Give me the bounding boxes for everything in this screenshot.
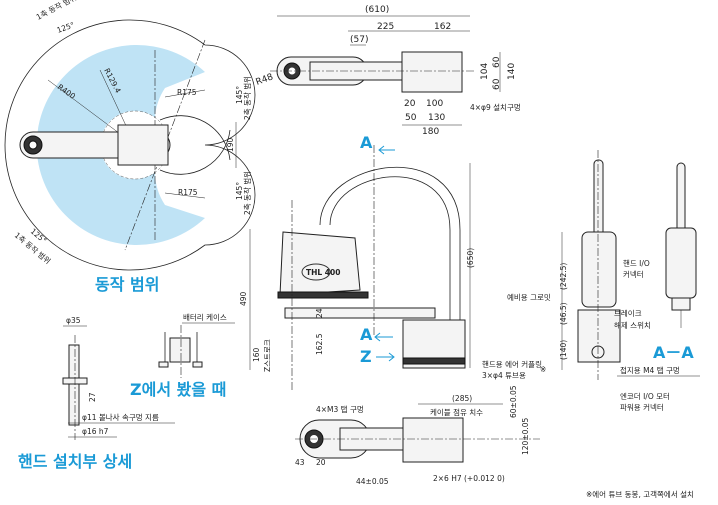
section-aa-title: A－A	[653, 343, 694, 362]
r175-leader	[164, 89, 206, 98]
encoder-label-1: 엔코더 I/O 모터	[620, 391, 670, 401]
d162-label: 162	[434, 22, 451, 32]
mount-holes-label: 4×φ9 설치구멍	[470, 102, 521, 112]
axis2-label-upper: 2축 동작 범위	[242, 76, 252, 120]
d285-label: (285)	[452, 394, 472, 403]
pin-hole-label: 2×6 H7 (+0.012 0)	[433, 474, 505, 483]
side-base-body	[279, 231, 361, 296]
brake-label-2: 해제 스위치	[614, 320, 651, 330]
rear-body	[581, 231, 617, 308]
d160-label: 160	[252, 347, 261, 362]
rear-view: (242.5) (46.5) (140) 예비용 그로밋 브레이크 해제 스위치…	[507, 150, 700, 412]
axis2-arc-lower	[159, 129, 231, 175]
base-outline	[117, 124, 169, 166]
encoder-label-2: 파워용 커넥터	[620, 402, 664, 412]
d120-tol-label: 120±0.05	[521, 417, 530, 455]
z-view: 배터리 케이스 Z에서 봤을 때	[130, 312, 235, 399]
r175-label-lower: R175	[178, 188, 198, 197]
grommet-label: 예비용 그로밋	[507, 292, 551, 302]
top-view: (610) 225 162 (57) R48 104 60 60 140 20 …	[255, 5, 521, 137]
d44-label: 44±0.05	[356, 477, 389, 486]
cable-occupancy-label: 케이블 점유 치수	[430, 407, 483, 417]
work-range-outer-arc	[4, 19, 256, 271]
hand-detail-title: 핸드 설치부 상세	[18, 452, 132, 471]
d130-label: 130	[428, 113, 445, 123]
axis2-angle-lower: 145°	[235, 182, 244, 200]
work-range-diagram: 1축 동작 범위 125° R400 R129.4 R175 R175 190 …	[4, 0, 256, 294]
side-arm	[284, 307, 436, 319]
hand-shaft	[68, 344, 80, 426]
bottom-view: 4×M3 탭 구멍 (285) 케이블 점유 치수 60±0.05 120±0.…	[295, 385, 540, 486]
d190-label: 190	[226, 137, 235, 152]
r175-leader	[164, 192, 206, 199]
d60-tol-label: 60±0.05	[509, 385, 518, 418]
d180-label: 180	[422, 127, 439, 137]
axis2-angle-upper: 145°	[235, 86, 244, 104]
d490-label: 490	[239, 291, 248, 306]
r175-label-upper: R175	[177, 88, 197, 97]
section-a-marker-bottom: A	[360, 325, 373, 344]
d35-label: φ35	[66, 316, 81, 325]
d140-label: 140	[507, 63, 517, 80]
d650-label: (650)	[466, 248, 475, 268]
d1625-label: 162.5	[315, 333, 324, 355]
d60a-label: 60	[492, 56, 502, 68]
section-a-marker-top: A	[360, 133, 373, 152]
footnote: ※에어 튜브 동봉, 고객쪽에서 설치	[586, 489, 694, 499]
axis1-label-top: 1축 동작 범위	[34, 0, 78, 22]
d610-label: (610)	[365, 5, 389, 15]
note-mark: ※	[540, 365, 546, 374]
view-z-marker: Z	[360, 347, 372, 366]
d50-label: 50	[405, 113, 417, 123]
side-view: THL 400 A A Z 490 160 Z스트로크 162.5 24 (65…	[239, 133, 546, 390]
work-range-title: 동작 범위	[95, 275, 159, 294]
d104-label: 104	[480, 63, 490, 80]
d24-label: 24	[315, 308, 324, 318]
d27-label: 27	[88, 392, 97, 402]
logo-text: THL 400	[306, 268, 340, 277]
r48-label: R48	[255, 72, 275, 88]
ballscrew-label: φ11 볼나사 속구멍 지름	[82, 412, 159, 422]
hand-io-label-1: 핸드 I/O	[623, 258, 650, 268]
d2425-label: (242.5)	[559, 263, 568, 290]
bottom-base	[402, 417, 464, 463]
brake-label-1: 브레이크	[614, 308, 642, 318]
d20-label: 20	[404, 99, 416, 109]
axis2-label-lower: 2축 동작 범위	[242, 171, 252, 215]
cable-duct	[319, 167, 461, 320]
d140-rear-label: (140)	[559, 340, 568, 360]
work-range-fill	[36, 45, 205, 245]
battery-case-label: 배터리 케이스	[183, 312, 227, 322]
ground-tap-label: 접지용 M4 탭 구멍	[620, 365, 680, 375]
d465-label: (46.5)	[559, 302, 568, 325]
d60b-label: 60	[492, 78, 502, 90]
axis2-arc-upper	[159, 115, 231, 161]
hand-io-label-2: 커넥터	[623, 269, 644, 279]
aa-body	[665, 227, 697, 299]
top-base	[401, 51, 463, 93]
axis1-angle-top: 125°	[56, 20, 76, 35]
shaft-label: φ16 h7	[82, 427, 109, 436]
d100-label: 100	[426, 99, 443, 109]
z-view-title: Z에서 봤을 때	[130, 380, 226, 399]
air-coupling-label-2: 3×φ4 튜브용	[482, 371, 526, 380]
battery-case	[169, 337, 191, 363]
d225-label: 225	[377, 22, 394, 32]
z-stroke-label: Z스트로크	[263, 339, 272, 372]
air-coupling-label-1: 핸드용 에어 커플링	[482, 359, 542, 369]
d57-label: (57)	[350, 35, 368, 45]
d20-bottom-label: 20	[316, 458, 326, 467]
d43-label: 43	[295, 458, 305, 467]
rear-lower	[577, 309, 621, 363]
hand-detail: φ35 27 φ11 볼나사 속구멍 지름 φ16 h7 핸드 설치부 상세	[18, 316, 175, 471]
tap-holes-label: 4×M3 탭 구멍	[316, 404, 364, 414]
